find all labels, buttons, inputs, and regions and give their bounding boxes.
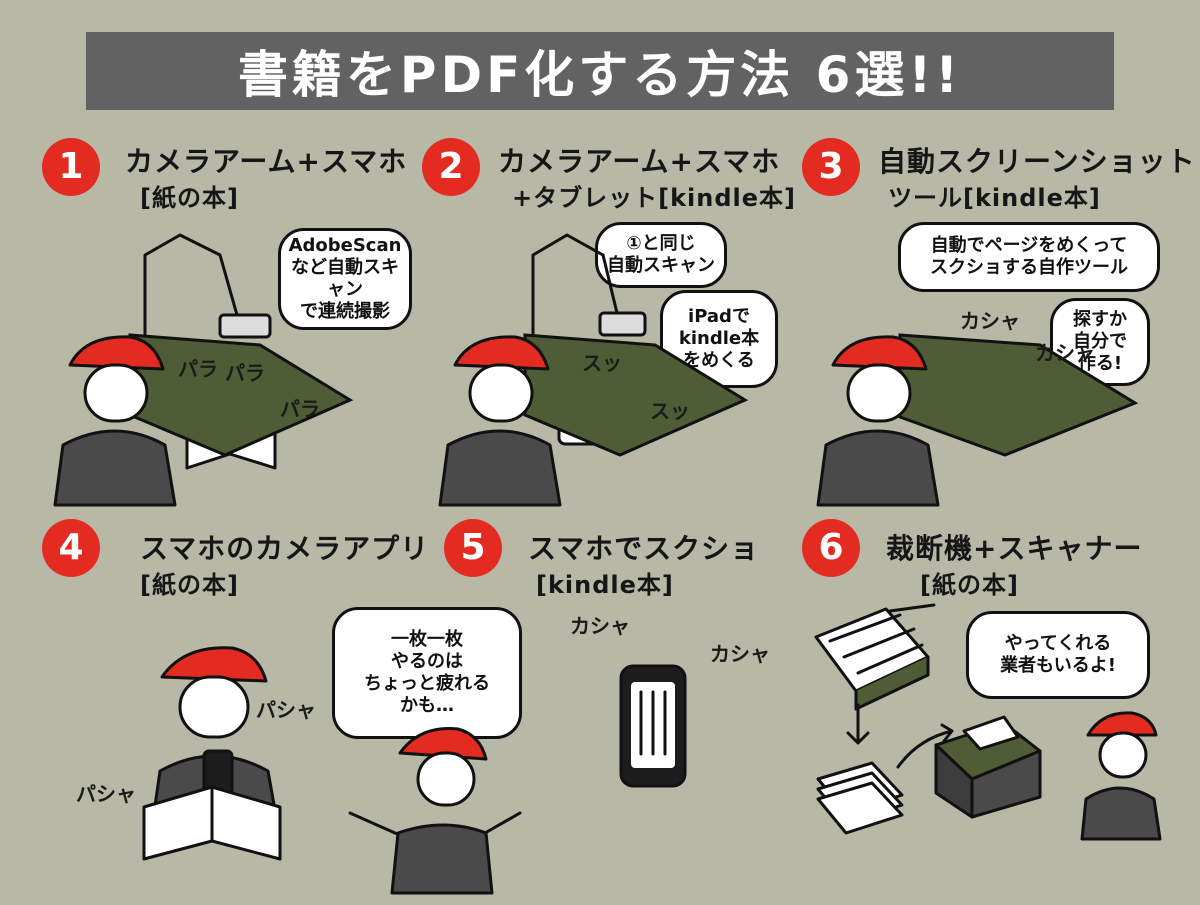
person-icon (348, 727, 522, 895)
panel-4-sfx-2: パシャ (256, 698, 316, 722)
badge-1: 1 (42, 138, 100, 196)
panel-2-tag: +タブレット[kindle本] (512, 184, 797, 212)
panel-5-bubble: 一枚一枚 やるのは ちょっと疲れる かも… (332, 607, 522, 739)
person-icon (438, 335, 562, 507)
panel-3-sfx-2: カシャ (1035, 341, 1095, 365)
panel-4-sfx-1: パシャ (76, 782, 136, 806)
badge-3: 3 (802, 138, 860, 196)
panel-5-title: スマホでスクショ (528, 532, 760, 565)
arrow-down-icon (846, 703, 870, 745)
panel-1-sfx-2: パラ (225, 361, 265, 385)
panel-1-title: カメラアーム+スマホ (125, 145, 408, 178)
panel-4: 4 スマホのカメラアプリ [紙の本] パシャ パシャ (30, 515, 428, 870)
page-title: 書籍をPDF化する方法 6選!! (237, 46, 963, 104)
paper-stack-icon (816, 761, 904, 835)
panel-6-tag: [紙の本] (920, 571, 1019, 599)
panel-5-tag: [kindle本] (536, 571, 674, 599)
panel-3-tag: ツール[kindle本] (888, 184, 1101, 212)
panel-2-sfx-1: スッ (582, 351, 622, 375)
paper-cutter-icon (814, 603, 936, 711)
panel-2-sfx-2: スッ (650, 399, 690, 423)
badge-4: 4 (42, 519, 100, 577)
panel-1-tag: [紙の本] (140, 184, 239, 212)
book-icon (142, 785, 282, 861)
scanner-icon (934, 715, 1042, 819)
smartphone-icon (619, 664, 687, 788)
person-icon (53, 335, 177, 507)
panel-4-tag: [紙の本] (140, 571, 239, 599)
panel-6-title: 裁断機+スキャナー (886, 532, 1143, 565)
panel-2-title: カメラアーム+スマホ (498, 145, 781, 178)
panel-3-bubble-1: 自動でページをめくって スクショする自作ツール (898, 222, 1160, 292)
person-icon (1080, 711, 1162, 841)
panel-2-bubble-1: ①と同じ 自動スキャン (595, 222, 727, 288)
panel-3: 3 自動スクリーンショット ツール[kindle本] 自動でページをめくって ス… (790, 130, 1195, 507)
panel-2: 2 カメラアーム+スマホ +タブレット[kindle本] ①と同じ 自動スキャン… (410, 130, 795, 507)
panel-1: 1 カメラアーム+スマホ [紙の本] AdobeScan など自動スキャン で連… (30, 130, 412, 507)
panel-5-sfx-2: カシャ (710, 642, 770, 666)
panel-3-sfx-1: カシャ (960, 309, 1020, 333)
panel-5-sfx-1: カシャ (570, 614, 630, 638)
panel-2-bubble-2: iPadで kindle本 をめくる (660, 290, 778, 388)
panel-1-bubble: AdobeScan など自動スキャン で連続撮影 (278, 228, 412, 330)
arrow-right-icon (896, 723, 954, 769)
panel-4-title: スマホのカメラアプリ (140, 532, 430, 565)
panel-1-sfx-3: パラ (280, 397, 320, 421)
person-icon (816, 335, 940, 507)
badge-5: 5 (444, 519, 502, 577)
badge-2: 2 (422, 138, 480, 196)
panel-3-title: 自動スクリーンショット (878, 145, 1196, 178)
title-bar: 書籍をPDF化する方法 6選!! (86, 32, 1114, 110)
panel-6-bubble: やってくれる 業者もいるよ! (966, 611, 1150, 699)
panel-1-sfx-1: パラ (178, 357, 218, 381)
panel-5: 5 スマホでスクショ [kindle本] 一枚一枚 やるのは ちょっと疲れる か… (332, 515, 790, 895)
panel-6: 6 裁断機+スキャナー [紙の本] やってくれる 業者もいるよ! (790, 515, 1170, 870)
badge-6: 6 (802, 519, 860, 577)
